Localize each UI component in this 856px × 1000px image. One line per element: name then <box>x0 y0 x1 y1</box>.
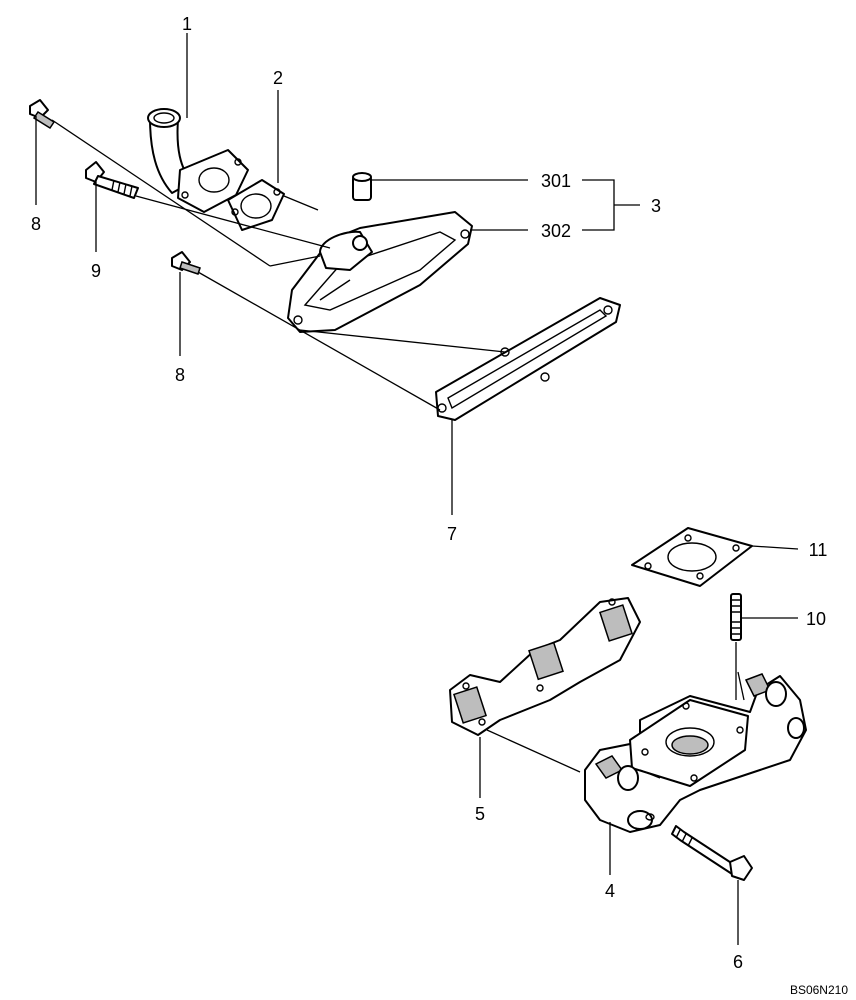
callout-4: 4 <box>605 881 615 901</box>
part-8-bolt-top <box>29 99 56 130</box>
callout-8-top: 8 <box>31 214 41 234</box>
part-9-bolt <box>85 161 139 199</box>
callout-leaders <box>35 33 799 945</box>
callout-3: 3 <box>651 196 661 216</box>
callout-labels: 1 2 301 302 3 8 9 8 7 11 10 5 4 6 <box>31 14 827 972</box>
callout-8-lower: 8 <box>175 365 185 385</box>
part-10-stud <box>730 593 742 641</box>
callout-9: 9 <box>91 261 101 281</box>
callout-2: 2 <box>273 68 283 88</box>
callout-11: 11 <box>809 540 828 560</box>
callout-5: 5 <box>475 804 485 824</box>
callout-301: 301 <box>541 171 571 191</box>
part-4-exhaust-manifold <box>584 673 807 833</box>
part-302-manifold <box>287 211 473 333</box>
part-8-bolt-lower <box>171 251 201 275</box>
part-1-elbow <box>147 108 249 213</box>
assembly-lines-lower <box>486 642 745 779</box>
part-5-gasket <box>449 597 641 736</box>
callout-1: 1 <box>182 14 192 34</box>
callout-7: 7 <box>447 524 457 544</box>
part-11-gasket <box>631 527 753 587</box>
part-7-gasket <box>435 297 621 421</box>
assembly-lines-upper <box>51 119 506 411</box>
callout-10: 10 <box>806 609 826 629</box>
drawing-code: BS06N210 <box>790 983 848 997</box>
callout-6: 6 <box>733 952 743 972</box>
part-2-gasket <box>227 179 285 231</box>
part-301-plug <box>352 172 372 201</box>
callout-302: 302 <box>541 221 571 241</box>
part-6-bolt <box>671 825 753 881</box>
